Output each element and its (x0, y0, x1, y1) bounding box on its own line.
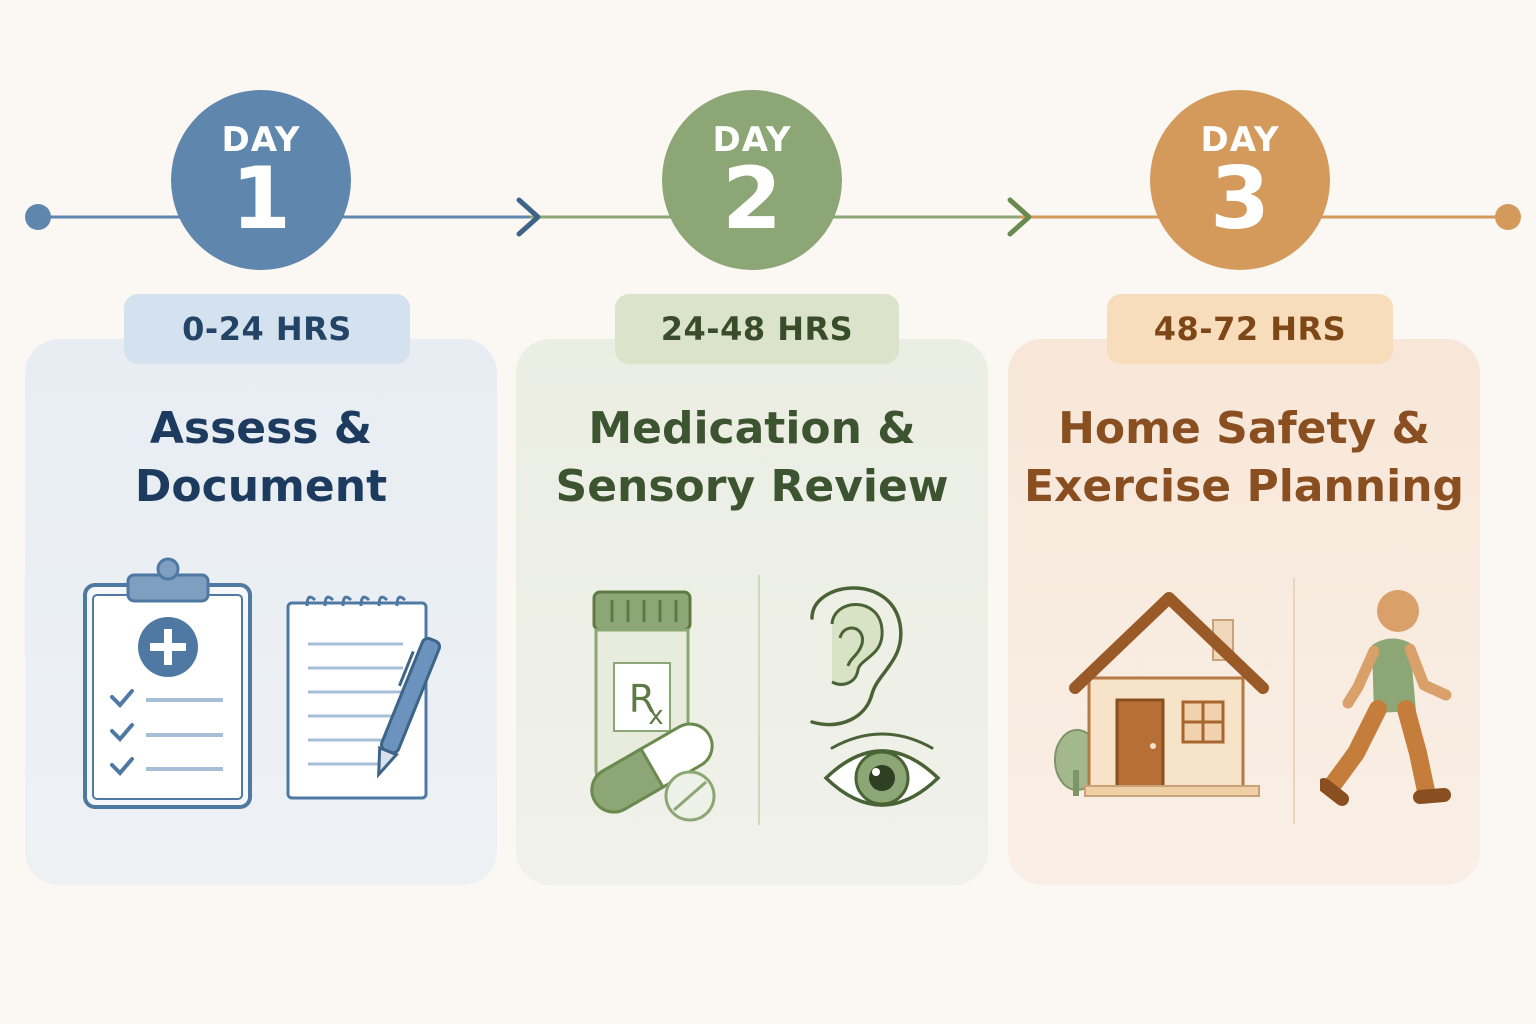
day-number: 1 (231, 149, 291, 249)
day-number: 2 (722, 149, 782, 249)
step-title-line: Assess & (149, 403, 373, 454)
step-title-line: Home Safety & (1058, 403, 1430, 454)
day-2-badge: DAY 2 (662, 90, 842, 270)
eye-icon (823, 732, 941, 807)
chevron-right-icon (1007, 197, 1032, 237)
pill-bottle-icon: R x (590, 590, 716, 822)
step-title-line: Document (134, 461, 388, 512)
divider (758, 575, 760, 825)
hours-badge: 24-48 HRS (615, 294, 899, 364)
day-label: DAY (1200, 120, 1280, 160)
notepad-pen-icon (286, 595, 442, 800)
step-title: Home Safety & Exercise Planning (1008, 400, 1480, 516)
step-title-line: Sensory Review (555, 461, 949, 512)
ear-icon (810, 586, 903, 727)
hours-badge: 0-24 HRS (124, 294, 410, 364)
day-label: DAY (712, 120, 792, 160)
chevron-right-icon (516, 197, 541, 237)
rx-label: R (629, 677, 655, 721)
divider (1293, 578, 1295, 824)
step-title: Assess & Document (25, 400, 497, 516)
walking-person-icon (1320, 590, 1452, 806)
day-3-badge: DAY 3 (1150, 90, 1330, 270)
timeline-start-dot (25, 204, 51, 230)
hours-badge: 48-72 HRS (1107, 294, 1393, 364)
step-title-line: Exercise Planning (1023, 461, 1465, 512)
svg-text:x: x (648, 701, 663, 731)
step-title-line: Medication & (588, 403, 916, 454)
day-1-badge: DAY 1 (171, 90, 351, 270)
day-number: 3 (1210, 149, 1270, 249)
timeline-end-dot (1495, 204, 1521, 230)
clipboard-icon (83, 557, 252, 809)
house-icon (1054, 592, 1269, 797)
day-label: DAY (221, 120, 301, 160)
step-title: Medication & Sensory Review (516, 400, 988, 516)
